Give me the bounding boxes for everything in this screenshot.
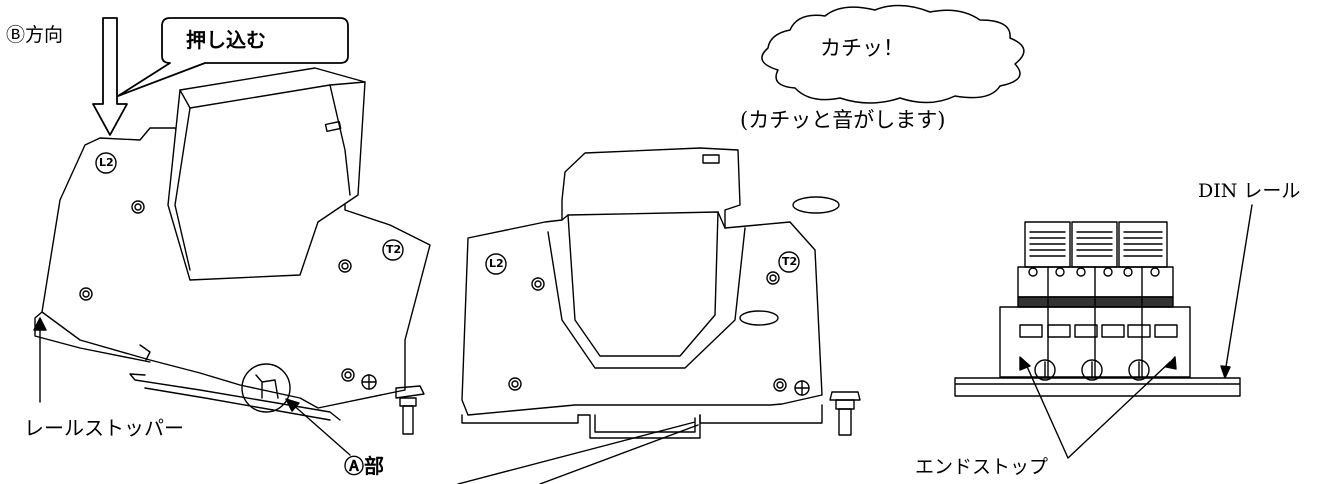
terminal-l2-badge (95, 152, 117, 174)
direction-b-label: Ⓑ方向 (6, 24, 64, 46)
click-sound-label: カチッ！ (820, 36, 904, 60)
terminal-l2-badge-2 (485, 253, 507, 275)
rail-stopper-label: レールストッパー (24, 416, 184, 440)
end-stop-pointer (1024, 361, 1171, 459)
terminal-l2-text: L2 (99, 156, 114, 169)
click-cloud (761, 4, 1025, 104)
leader-lines (457, 421, 699, 484)
part-a-highlight (241, 363, 291, 413)
din-rail-front (954, 377, 1241, 397)
callout-bubble (117, 17, 349, 97)
terminal-t2-text-2: T2 (782, 255, 798, 268)
oval-mark-middle (739, 310, 779, 326)
tilted-device (34, 67, 431, 435)
terminal-t2-badge (382, 239, 404, 261)
part-a-arrow-icon (290, 402, 351, 456)
click-note-label: (カチッと音がします) (740, 108, 946, 132)
din-rail-segment (129, 373, 341, 421)
seated-device (461, 147, 861, 439)
terminal-l2-text-2: L2 (489, 257, 504, 270)
din-rail-label: DIN レール (1198, 180, 1301, 202)
terminal-t2-text: T2 (386, 243, 402, 256)
terminal-t2-badge-2 (778, 251, 800, 273)
push-arrow-icon (92, 17, 128, 136)
front-view-devices (999, 221, 1191, 381)
oval-mark-top (792, 196, 840, 214)
din-rail-pointer (1224, 204, 1253, 374)
part-a-label: Ⓐ部 (344, 454, 384, 478)
end-stop-label: エンドストップ (915, 456, 1049, 478)
push-in-label: 押し込む (186, 28, 266, 52)
